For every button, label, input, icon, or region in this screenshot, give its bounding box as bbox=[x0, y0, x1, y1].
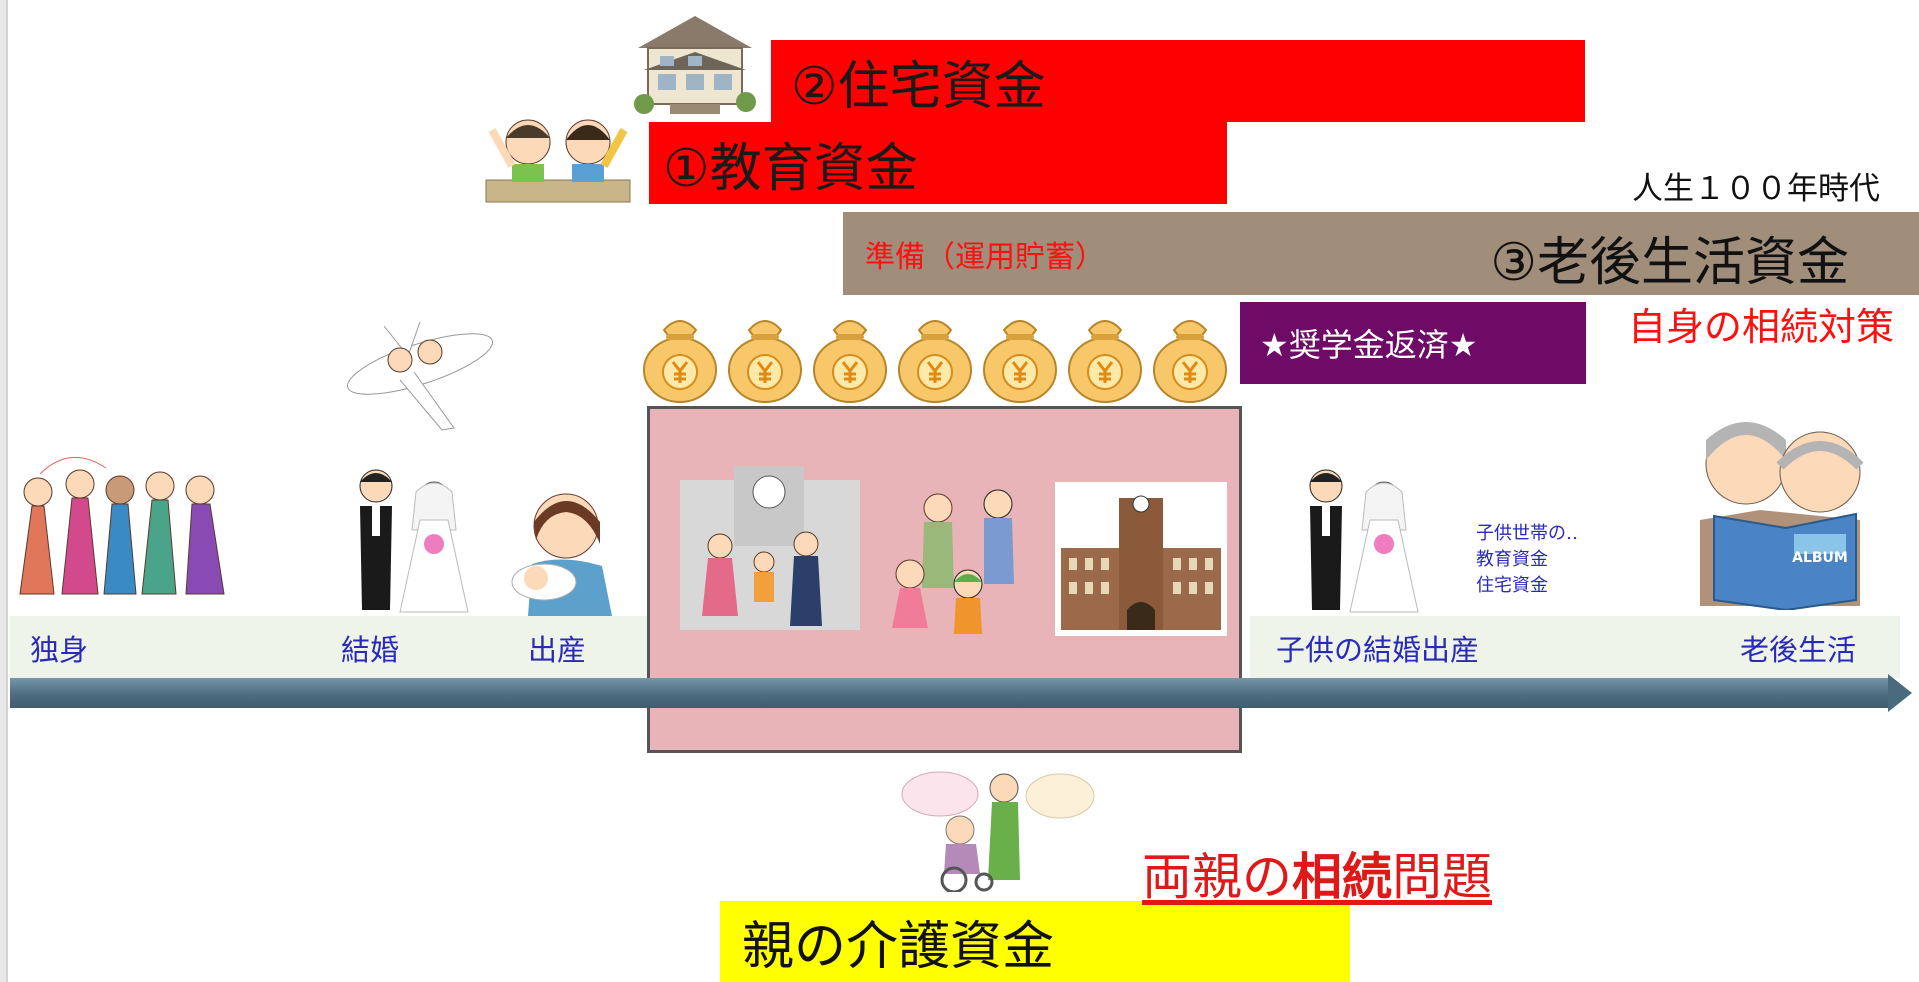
scholarship-repayment-bar: ★奨学金返済★ bbox=[1240, 302, 1586, 384]
parent-care-fund-label: 親の介護資金 bbox=[742, 917, 1055, 977]
caregiver-wheelchair-icon bbox=[901, 771, 1095, 892]
housing-fund-label: ②住宅資金 bbox=[791, 56, 1046, 117]
yen-money-bag-icon bbox=[1153, 320, 1227, 403]
yen-money-bag-icon bbox=[813, 320, 887, 403]
yen-money-bag-icon bbox=[898, 320, 972, 403]
own-inheritance-caption: 自身の相続対策 bbox=[1628, 305, 1895, 349]
wedding-couple-icon bbox=[1309, 469, 1419, 613]
parents-inheritance-caption: 両親の相続問題 bbox=[1142, 837, 1492, 909]
education-fund-label: ①教育資金 bbox=[663, 138, 918, 199]
university-building-icon bbox=[1055, 482, 1227, 636]
house-icon bbox=[634, 16, 756, 114]
parents-inheritance-strong: 相続 bbox=[1292, 848, 1392, 906]
timeline-strip-right bbox=[1250, 616, 1900, 678]
airplane-couple-icon bbox=[346, 321, 494, 431]
stage-label-child-marriage: 子供の結婚出産 bbox=[1276, 633, 1480, 667]
timeline-arrow-line bbox=[10, 678, 1890, 708]
left-frame bbox=[0, 0, 8, 982]
retirement-fund-bar: 準備（運用貯蓄） ③老後生活資金 bbox=[843, 212, 1919, 295]
yen-money-bag-icon bbox=[643, 320, 717, 403]
child-note-line: 子供世帯の‥ bbox=[1476, 523, 1579, 544]
child-household-note: 子供世帯の‥ 教育資金 住宅資金 bbox=[1476, 521, 1578, 599]
retirement-fund-label: ③老後生活資金 bbox=[1490, 233, 1849, 293]
party-women-icon bbox=[19, 456, 225, 595]
stage-label-single: 独身 bbox=[30, 633, 89, 667]
wedding-couple-icon bbox=[359, 469, 469, 613]
housing-fund-bar: ②住宅資金 bbox=[771, 40, 1585, 122]
stage-label-marriage: 結婚 bbox=[341, 633, 400, 667]
kids-icon bbox=[485, 119, 631, 203]
parent-care-fund-bar: 親の介護資金 bbox=[720, 901, 1350, 982]
yen-money-bag-icon bbox=[983, 320, 1057, 403]
school-entrance-icon bbox=[680, 466, 860, 630]
retirement-prep-label: 準備（運用貯蓄） bbox=[865, 240, 1105, 275]
mother-baby-icon bbox=[511, 493, 612, 616]
timeline-strip-left bbox=[10, 616, 647, 678]
timeline-arrow-head bbox=[1888, 674, 1912, 712]
era-caption: 人生１００年時代 bbox=[1632, 171, 1880, 207]
yen-money-bag-icon bbox=[1068, 320, 1142, 403]
child-note-line: 住宅資金 bbox=[1476, 575, 1548, 596]
album-text: ALBUM bbox=[1792, 550, 1848, 566]
family-running-icon bbox=[892, 489, 1014, 634]
stage-label-retirement: 老後生活 bbox=[1740, 633, 1857, 667]
yen-money-bag-icon bbox=[728, 320, 802, 403]
elderly-couple-album-icon: ALBUM bbox=[1700, 422, 1864, 610]
parents-inheritance-post: 問題 bbox=[1392, 848, 1492, 906]
stage-label-birth: 出産 bbox=[528, 633, 587, 667]
education-fund-bar: ①教育資金 bbox=[649, 122, 1227, 204]
child-note-line: 教育資金 bbox=[1476, 549, 1548, 570]
scholarship-repayment-label: ★奨学金返済★ bbox=[1260, 326, 1478, 364]
parents-inheritance-pre: 両親の bbox=[1142, 848, 1292, 906]
